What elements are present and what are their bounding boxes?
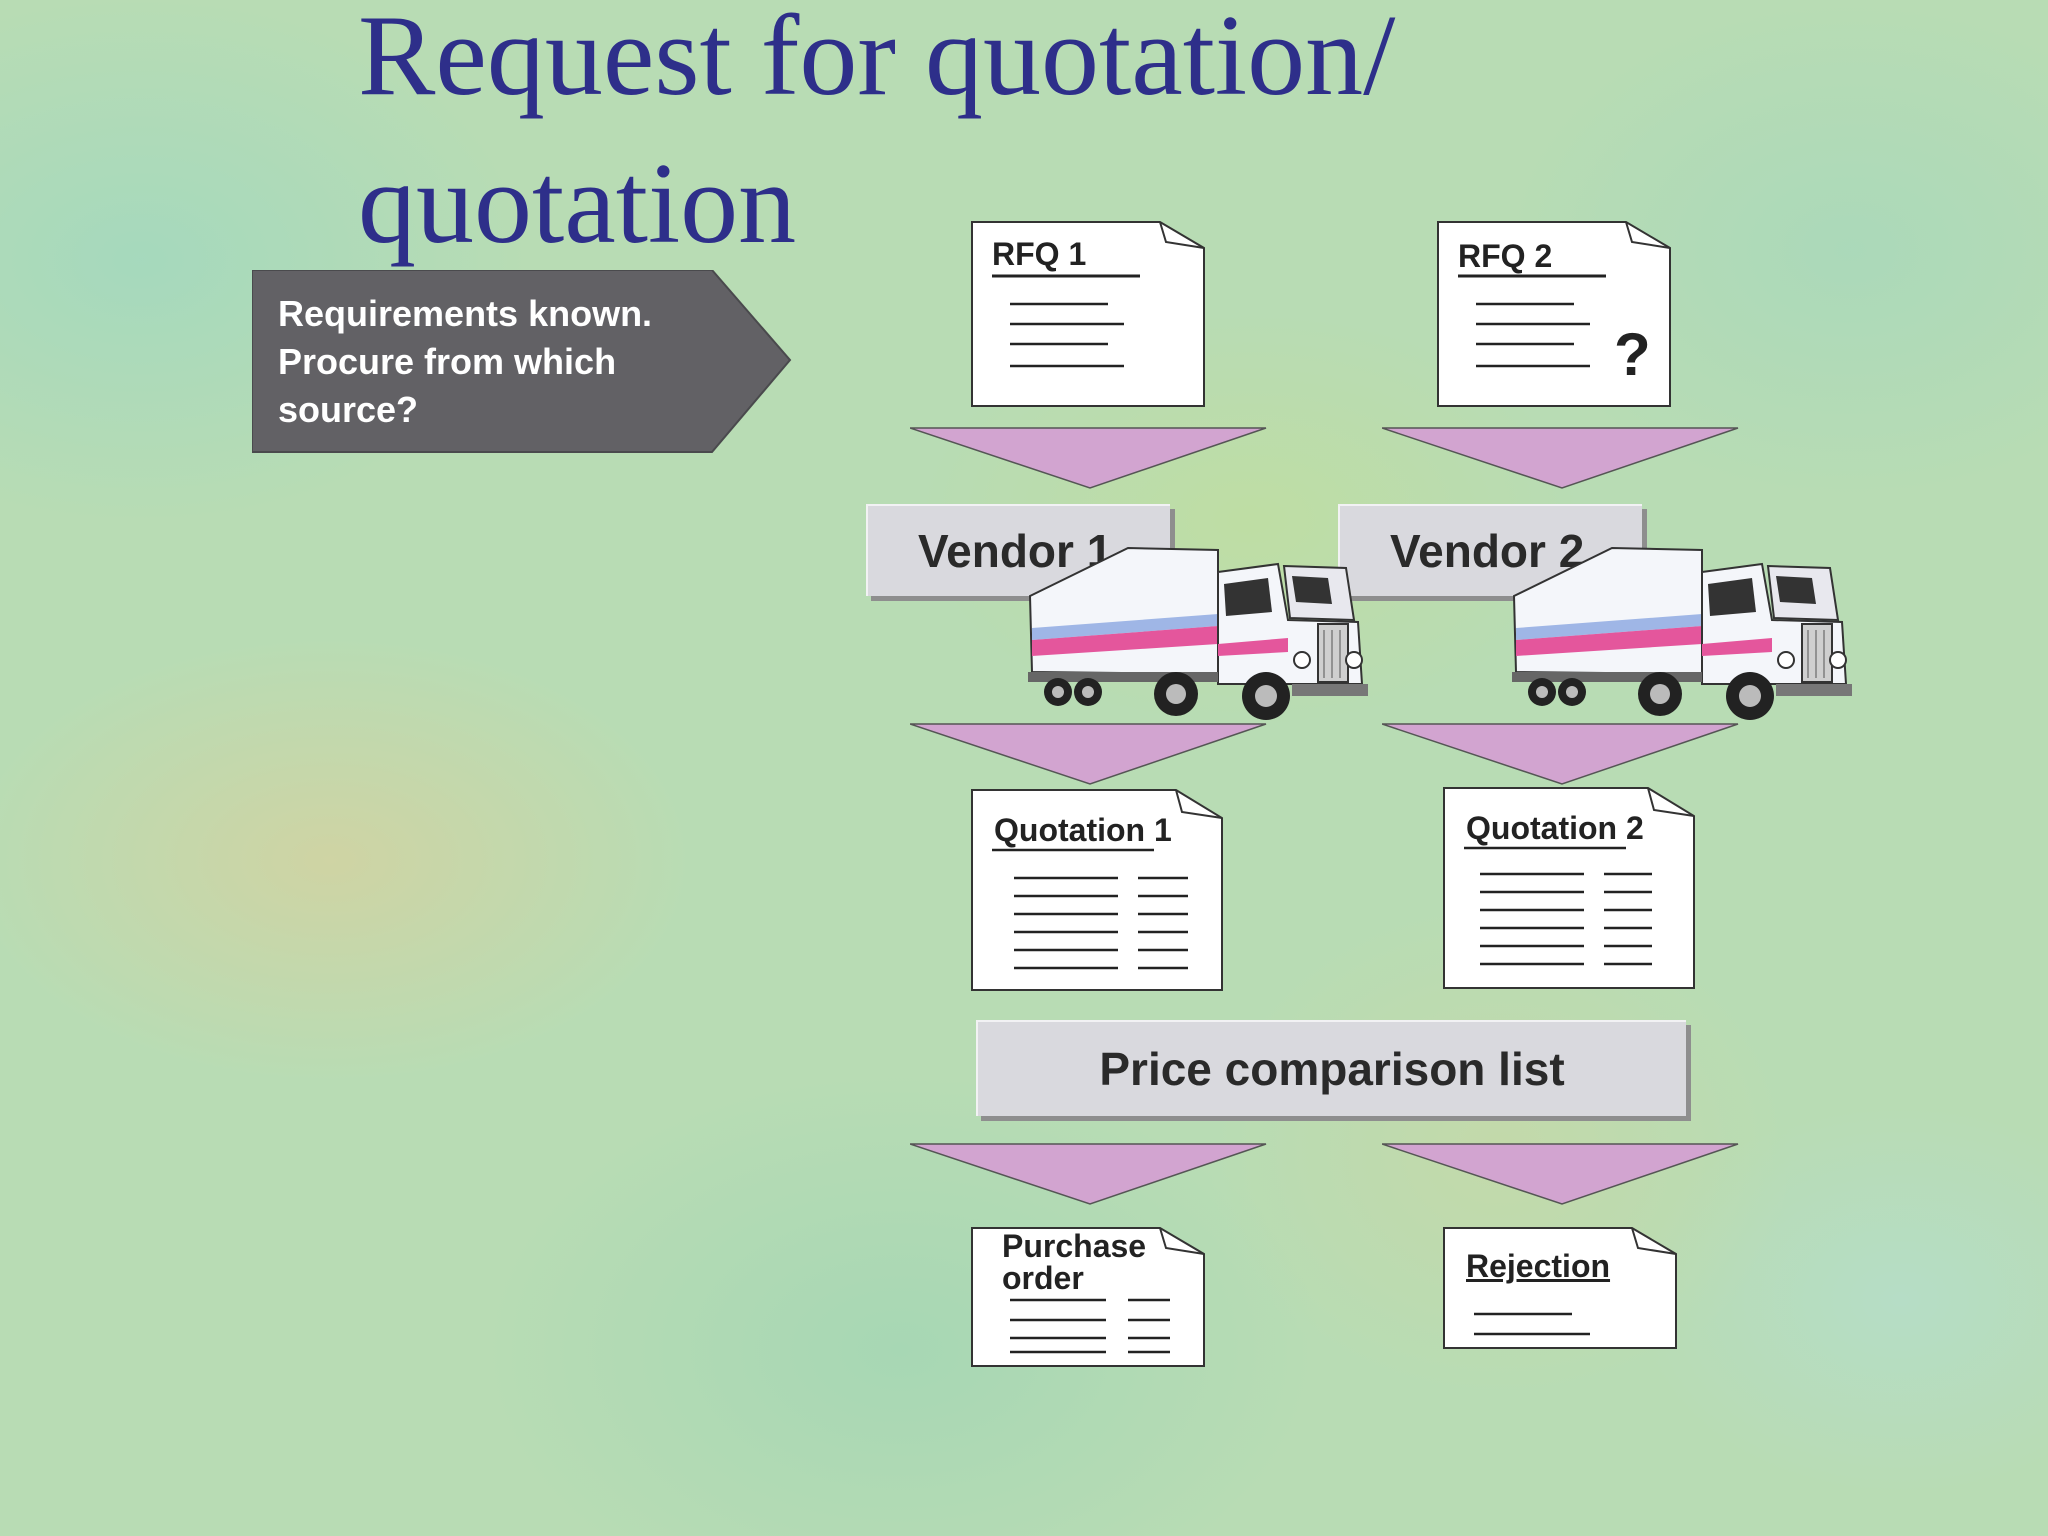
document-icon [1437, 221, 1671, 407]
quotation-2-document: Quotation 2 [1442, 786, 1698, 990]
question-mark: ? [1614, 321, 1651, 388]
down-arrow-icon [910, 427, 1267, 489]
callout-shape [252, 270, 792, 453]
rejection-document: Rejection [1442, 1226, 1680, 1350]
truck-icon [1512, 546, 1852, 720]
truck-icon [1028, 546, 1368, 720]
purchase-order-line-2: order [1002, 1260, 1084, 1296]
down-arrow-icon [1382, 723, 1739, 785]
quotation-1-label: Quotation 1 [994, 812, 1172, 849]
rfq-1-label: RFQ 1 [992, 236, 1087, 272]
purchase-order-line-1: Purchase [1002, 1228, 1147, 1264]
document-icon [971, 221, 1205, 407]
down-arrow-icon [910, 1143, 1267, 1205]
rfq-1-document: RFQ 1 [970, 220, 1208, 408]
rfq-2-document: RFQ 2 ? [1436, 220, 1674, 408]
requirements-callout: Requirements known. Procure from which s… [252, 270, 792, 454]
purchase-order-label: Purchase order [1002, 1230, 1146, 1294]
document-icon [971, 1227, 1205, 1367]
quotation-2-number: 2 [1625, 810, 1644, 846]
document-icon [1443, 787, 1695, 989]
quotation-2-word: Quotation [1466, 810, 1618, 846]
quotation-2-label: Quotation 2 [1466, 810, 1644, 847]
rfq-2-label: RFQ 2 [1458, 238, 1553, 274]
rejection-label: Rejection [1466, 1248, 1611, 1284]
quotation-1-document: Quotation 1 [970, 788, 1226, 992]
purchase-order-document: Purchase order [970, 1226, 1208, 1368]
title-line-1: Request for quotation/ [358, 0, 1396, 120]
title-line-2: quotation [358, 140, 797, 268]
price-comparison-box: Price comparison list [976, 1020, 1686, 1116]
document-icon [1443, 1227, 1677, 1349]
page-title: Request for quotation/ quotation [358, 0, 1958, 278]
callout-text: Requirements known. Procure from which s… [278, 293, 653, 430]
down-arrow-icon [1382, 427, 1739, 489]
down-arrow-icon [1382, 1143, 1739, 1205]
document-icon [971, 789, 1223, 991]
quotation-1-number: 1 [1153, 812, 1172, 848]
quotation-1-word: Quotation [994, 812, 1146, 848]
down-arrow-icon [910, 723, 1267, 785]
